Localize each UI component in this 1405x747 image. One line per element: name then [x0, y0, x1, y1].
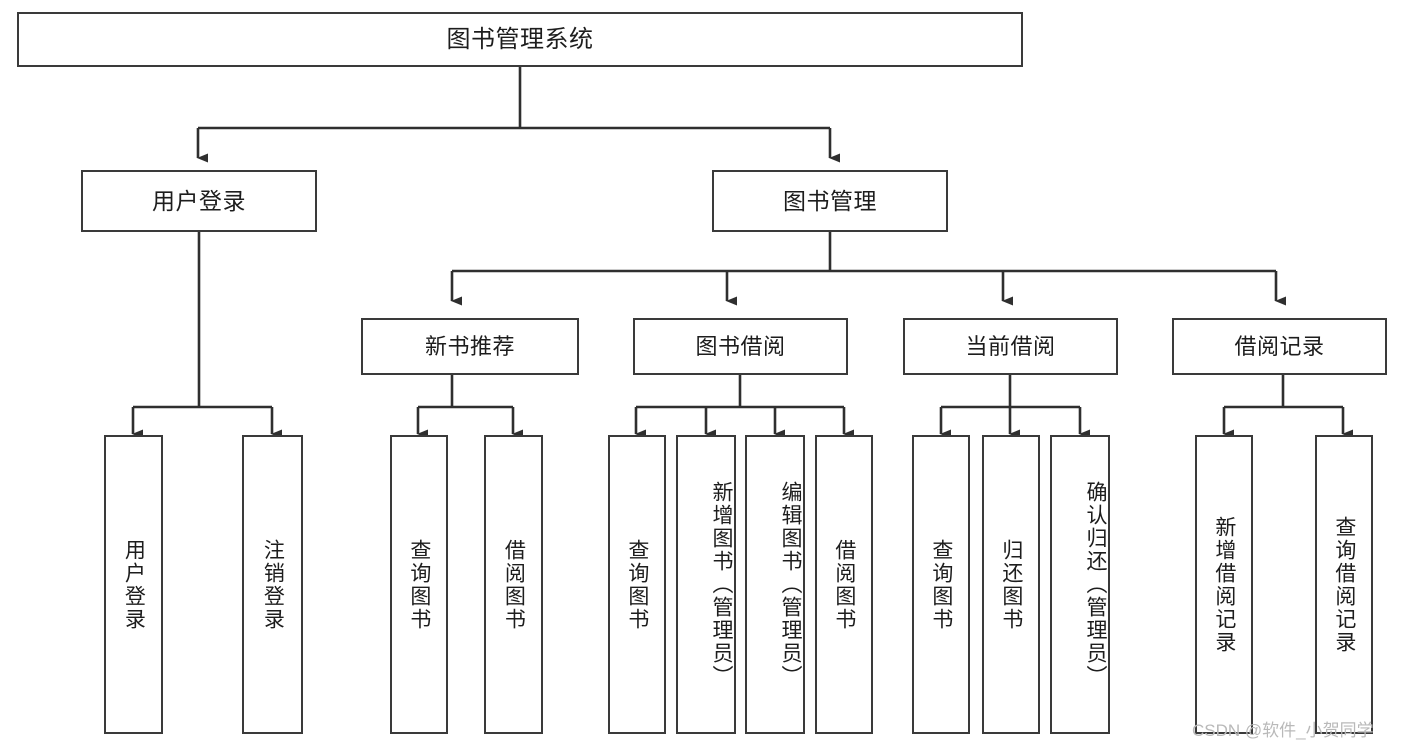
- leaf-query-book-current[interactable]: 查询图书: [912, 435, 970, 734]
- leaf-query-book-recommend[interactable]: 查询图书: [390, 435, 448, 734]
- leaf-query-book-borrow[interactable]: 查询图书: [608, 435, 666, 734]
- node-new-book-recommend[interactable]: 新书推荐: [361, 318, 579, 375]
- node-book-management-system[interactable]: 图书管理系统: [17, 12, 1023, 67]
- node-user-login[interactable]: 用户登录: [81, 170, 317, 232]
- node-book-borrow[interactable]: 图书借阅: [633, 318, 848, 375]
- leaf-logout[interactable]: 注销登录: [242, 435, 303, 734]
- leaf-borrow-book[interactable]: 借阅图书: [815, 435, 873, 734]
- node-borrow-record[interactable]: 借阅记录: [1172, 318, 1387, 375]
- leaf-user-login[interactable]: 用户登录: [104, 435, 163, 734]
- leaf-add-borrow-record[interactable]: 新增借阅记录: [1195, 435, 1253, 734]
- leaf-borrow-book-recommend[interactable]: 借阅图书: [484, 435, 543, 734]
- node-book-management[interactable]: 图书管理: [712, 170, 948, 232]
- leaf-return-book[interactable]: 归还图书: [982, 435, 1040, 734]
- leaf-edit-book-admin[interactable]: 编辑图书（管理员）: [745, 435, 805, 734]
- leaf-add-book-admin[interactable]: 新增图书（管理员）: [676, 435, 736, 734]
- leaf-query-borrow-record[interactable]: 查询借阅记录: [1315, 435, 1373, 734]
- node-current-borrow[interactable]: 当前借阅: [903, 318, 1118, 375]
- csdn-watermark: CSDN @软件_小贺同学: [1192, 721, 1374, 740]
- leaf-confirm-return-admin[interactable]: 确认归还（管理员）: [1050, 435, 1110, 734]
